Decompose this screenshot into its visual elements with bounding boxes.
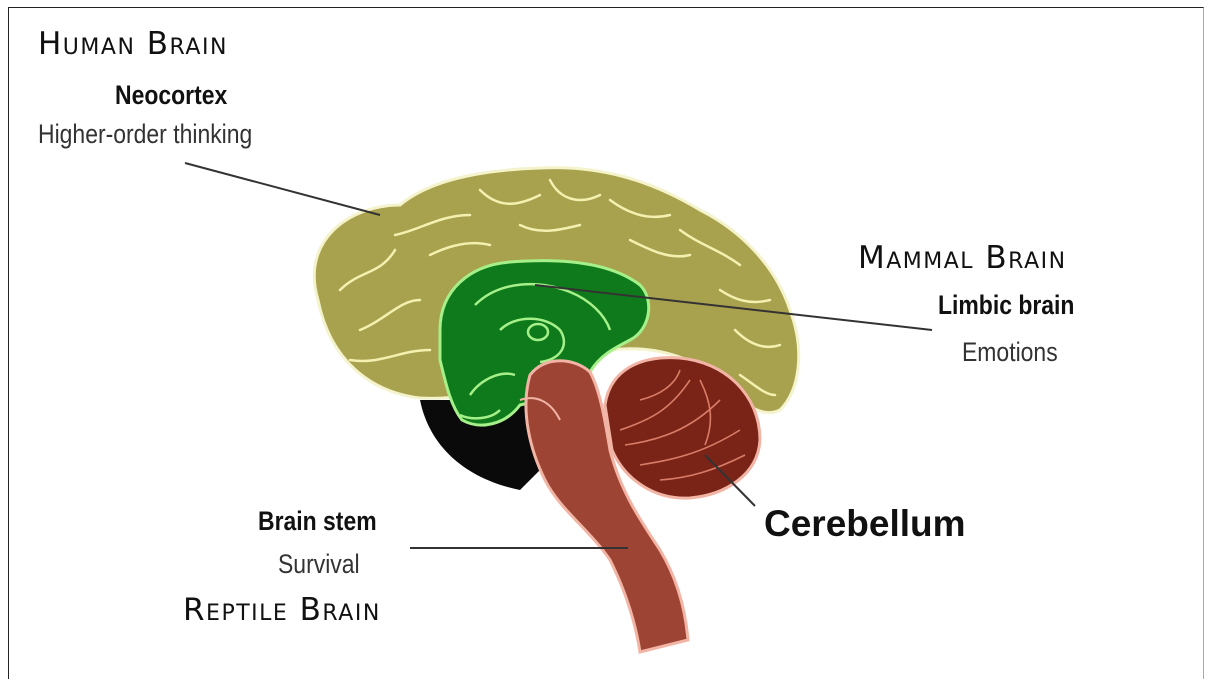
brain-stem-function-text: Survival	[278, 549, 360, 580]
brain-stem-label-text: Brain stem	[258, 506, 377, 537]
human-brain-label: Human Brain	[38, 26, 228, 62]
cerebellum-label: Cerebellum	[764, 503, 966, 545]
neocortex-label-text: Neocortex	[115, 80, 227, 111]
limbic-label-text: Limbic brain	[938, 290, 1074, 321]
neocortex-pointer	[185, 163, 380, 215]
limbic-function-label: Emotions	[962, 337, 1075, 368]
brain-stem-label: Brain stem	[258, 506, 398, 537]
limbic-label: Limbic brain	[938, 290, 1099, 321]
reptile-brain-label: Reptile Brain	[183, 592, 381, 628]
neocortex-function-text: Higher-order thinking	[38, 119, 252, 150]
brain-stem-function-label: Survival	[278, 549, 374, 580]
limbic-function-text: Emotions	[962, 337, 1058, 368]
neocortex-label: Neocortex	[115, 80, 247, 111]
mammal-brain-label: Mammal Brain	[858, 240, 1067, 276]
neocortex-function-label: Higher-order thinking	[38, 119, 290, 150]
